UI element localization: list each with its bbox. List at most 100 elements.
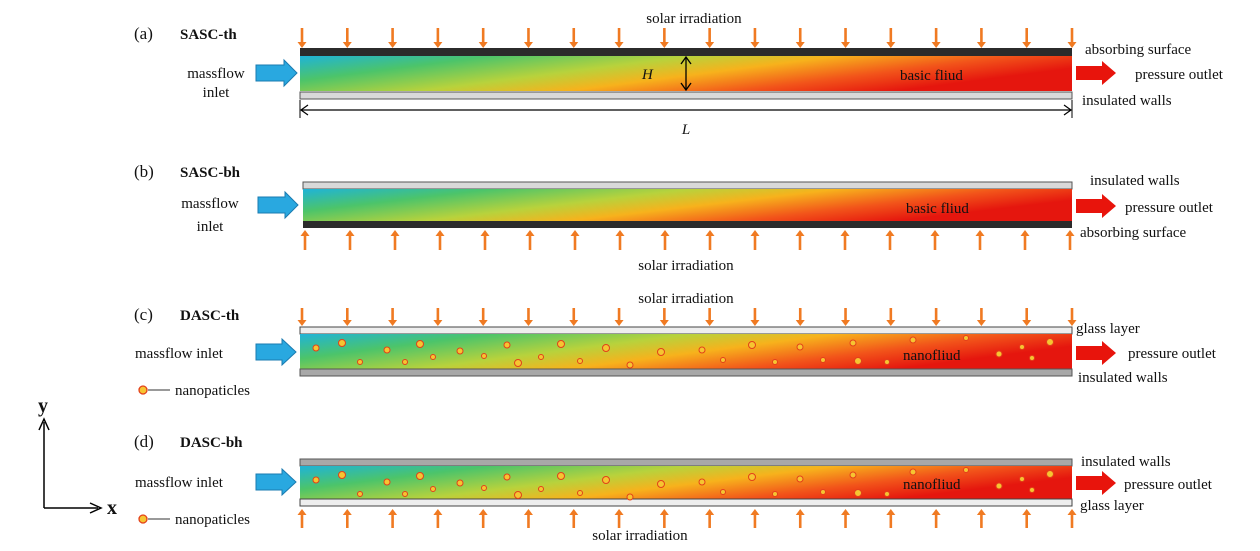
nanoparticle xyxy=(820,357,826,363)
nanoparticle xyxy=(963,467,969,473)
panel-d-fluid-channel xyxy=(300,466,1072,499)
irradiation-arrow-head xyxy=(297,42,307,48)
nanoparticle xyxy=(720,489,726,495)
nanoparticle xyxy=(577,490,583,496)
irradiation-arrow-head xyxy=(569,42,579,48)
nanoparticle xyxy=(657,348,665,356)
irradiation-arrow-head xyxy=(659,509,669,515)
irradiation-arrow-head xyxy=(569,320,579,326)
panel-d-insulated-wall xyxy=(299,458,1073,467)
panel-c-legend-particle-icon xyxy=(138,385,148,395)
nanoparticle xyxy=(748,341,756,349)
panel-a-inlet-line2: inlet xyxy=(203,85,230,101)
panel-d-irradiation-arrows xyxy=(297,509,1077,528)
panel-a-bottom-label: insulated walls xyxy=(1082,93,1172,109)
nanoparticle xyxy=(557,340,565,348)
irradiation-arrow-head xyxy=(433,509,443,515)
irradiation-arrow-head xyxy=(930,230,940,236)
panel-d-legend-particle-icon xyxy=(138,514,148,524)
panel-a-height-arrow-bottom xyxy=(680,82,692,92)
panel-b-letter: (b) xyxy=(134,162,154,181)
nanoparticle xyxy=(481,485,487,491)
panel-b-outlet-arrow xyxy=(1076,194,1116,218)
irradiation-arrow-head xyxy=(841,509,851,515)
irradiation-arrow-head xyxy=(388,320,398,326)
irradiation-arrow-head xyxy=(705,230,715,236)
panel-d-particles xyxy=(312,467,1054,501)
nanoparticle xyxy=(884,491,890,497)
panel-c-inlet-label: massflow inlet xyxy=(135,346,224,362)
nanoparticle xyxy=(402,359,408,365)
panel-d-inlet-label: massflow inlet xyxy=(135,475,224,491)
irradiation-arrow-head xyxy=(523,42,533,48)
panel-c-particles-label: nanopaticles xyxy=(175,383,250,399)
x-axis-arrowhead xyxy=(89,502,103,514)
nanoparticle xyxy=(312,476,320,484)
nanoparticle xyxy=(909,336,917,344)
panel-a-inlet-line1: massflow xyxy=(187,66,245,82)
panel-c-fluid-channel xyxy=(300,334,1072,369)
panel-a-title: SASC-th xyxy=(180,27,237,43)
panel-b-fluid-channel xyxy=(303,189,1072,221)
panel-b-insulated-wall xyxy=(302,181,1073,190)
panel-b-fluid-label: basic fliud xyxy=(906,201,969,217)
irradiation-arrow-head xyxy=(659,42,669,48)
nanoparticle xyxy=(748,473,756,481)
nanoparticle xyxy=(602,476,610,484)
y-axis-label: y xyxy=(38,395,48,417)
nanoparticle xyxy=(854,357,862,365)
irradiation-arrow-head xyxy=(523,509,533,515)
nanoparticle xyxy=(720,357,726,363)
irradiation-arrow-head xyxy=(931,320,941,326)
irradiation-arrow-head xyxy=(570,230,580,236)
coordinate-axes: y x xyxy=(38,395,117,519)
nanoparticle xyxy=(503,341,511,349)
panel-d-bottom-label: glass layer xyxy=(1080,498,1144,514)
nanoparticle xyxy=(383,478,391,486)
nanoparticle xyxy=(402,491,408,497)
nanoparticle xyxy=(854,489,862,497)
panel-b-inlet-arrow xyxy=(257,190,299,220)
nanoparticle xyxy=(995,482,1003,490)
panel-b-outlet-label: pressure outlet xyxy=(1125,200,1214,216)
panel-a-outlet-arrow xyxy=(1076,61,1116,85)
irradiation-arrow-head xyxy=(795,509,805,515)
irradiation-arrow-head xyxy=(614,509,624,515)
panel-c-glass-layer xyxy=(299,326,1073,335)
nanoparticle xyxy=(698,478,706,486)
nanoparticle xyxy=(884,359,890,365)
irradiation-arrow-head xyxy=(1022,320,1032,326)
panel-d-top-label: insulated walls xyxy=(1081,454,1171,470)
irradiation-arrow-head xyxy=(975,230,985,236)
panel-c-bottom-label: insulated walls xyxy=(1078,370,1168,386)
irradiation-arrow-head xyxy=(478,509,488,515)
panel-d-title: DASC-bh xyxy=(180,435,243,451)
nanoparticle xyxy=(1046,470,1054,478)
irradiation-arrow-head xyxy=(1065,230,1075,236)
panel-b: (b) SASC-bh solar irradiation insulated … xyxy=(134,162,1214,274)
irradiation-arrow-head xyxy=(525,230,535,236)
irradiation-arrow-head xyxy=(1022,509,1032,515)
irradiation-arrow-head xyxy=(478,320,488,326)
nanoparticle xyxy=(1019,344,1025,350)
panel-d: (d) DASC-bh solar irradiation insulated … xyxy=(134,432,1213,544)
irradiation-arrow-head xyxy=(615,230,625,236)
nanoparticle xyxy=(849,339,857,347)
panel-b-absorbing-surface xyxy=(303,221,1072,228)
irradiation-arrow-head xyxy=(705,42,715,48)
nanoparticle xyxy=(849,471,857,479)
nanoparticle xyxy=(796,475,804,483)
panel-a-outlet-label: pressure outlet xyxy=(1135,67,1224,83)
irradiation-arrow-head xyxy=(750,230,760,236)
nanoparticle xyxy=(1046,338,1054,346)
nanoparticle xyxy=(1029,487,1035,493)
irradiation-arrow-head xyxy=(750,320,760,326)
irradiation-arrow-head xyxy=(885,230,895,236)
irradiation-arrow-head xyxy=(478,42,488,48)
nanoparticle xyxy=(383,346,391,354)
panel-d-inlet-arrow xyxy=(255,467,297,497)
panel-c-top-label: glass layer xyxy=(1076,321,1140,337)
panel-a-letter: (a) xyxy=(134,24,153,43)
nanoparticle xyxy=(338,471,346,479)
nanoparticle xyxy=(481,353,487,359)
